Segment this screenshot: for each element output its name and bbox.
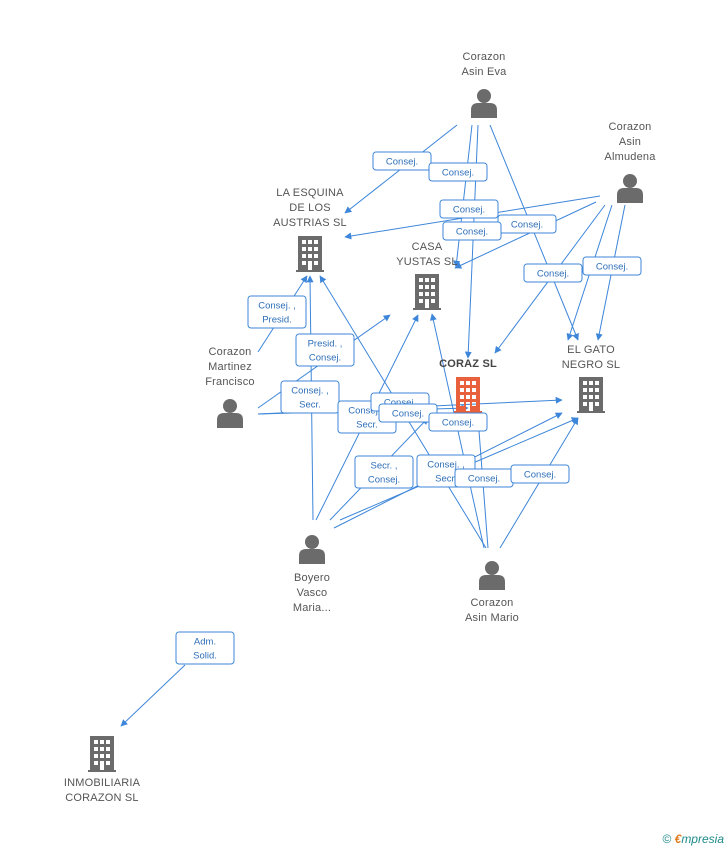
person-icon xyxy=(479,561,505,590)
edge-label-text: Consej. ,Presid. xyxy=(258,301,296,326)
edge-label-box xyxy=(439,199,499,219)
edge-label-text: Consej. xyxy=(442,418,474,429)
node-label: CORAZ SL xyxy=(439,358,497,370)
edge-label-text: Secr. ,Consej. xyxy=(368,461,400,486)
edge-label-box xyxy=(354,455,414,489)
edge-label-l7[interactable]: Consej. xyxy=(582,256,642,276)
edge-label-l17[interactable]: Consej. xyxy=(454,468,514,488)
edge-label-l8[interactable]: Consej. ,Presid. xyxy=(247,295,307,329)
edge-label-l2[interactable]: Consej. xyxy=(428,162,488,182)
edge-label-text: Consej. xyxy=(596,262,628,273)
edge-line-9 xyxy=(454,201,597,269)
edge-label-box xyxy=(247,295,307,329)
edge-label-l10[interactable]: Consej. ,Secr. xyxy=(280,380,340,414)
edge-label-box xyxy=(442,221,502,241)
edge-label-l3[interactable]: Consej. xyxy=(439,199,499,219)
edge-label-text: Consej. xyxy=(456,227,488,238)
edge-label-l13[interactable]: Consej. xyxy=(378,403,438,423)
edge-label-l19[interactable]: Adm.Solid. xyxy=(175,631,235,665)
edge-label-text: Consej. xyxy=(537,269,569,280)
edge-label-text: Consej. xyxy=(384,398,416,409)
edge-label-l9[interactable]: Presid. ,Consej. xyxy=(295,333,355,367)
edge-label-l1[interactable]: Consej. xyxy=(372,151,432,171)
footer-brand[interactable]: © €mpresia xyxy=(662,832,724,846)
edge-label-box xyxy=(428,412,488,432)
edge-line-3 xyxy=(464,124,479,359)
person-icon xyxy=(217,399,243,428)
edge-label-l5[interactable]: Consej. xyxy=(442,221,502,241)
building-icon xyxy=(88,736,116,772)
edge-label-text: Presid. ,Consej. xyxy=(308,339,343,364)
person-icon xyxy=(617,174,643,203)
building-icon xyxy=(413,274,441,310)
edge-line-2 xyxy=(453,124,473,268)
edge-label-text: Consej. xyxy=(392,409,424,420)
edge-line-23 xyxy=(120,664,186,727)
edge-labels-layer: Consej.Consej.Consej.Consej.Consej.Conse… xyxy=(175,151,642,665)
edge-label-l14[interactable]: Consej. xyxy=(428,412,488,432)
edge-label-text: Consej. xyxy=(468,474,500,485)
brand-logo: €mpresia xyxy=(674,832,724,846)
edge-label-l4[interactable]: Consej. xyxy=(497,214,557,234)
edge-label-l18[interactable]: Consej. xyxy=(510,464,570,484)
edge-label-text: Consej. xyxy=(442,168,474,179)
edge-label-box xyxy=(295,333,355,367)
person-icon xyxy=(299,535,325,564)
building-icon xyxy=(454,377,482,413)
copyright-symbol: © xyxy=(662,832,672,846)
edge-label-box xyxy=(372,151,432,171)
edge-label-text: Consej. ,Secr. xyxy=(427,460,465,485)
edge-label-box xyxy=(280,380,340,414)
edge-label-text: Consej. ,Secr. xyxy=(291,386,329,411)
person-icon xyxy=(471,89,497,118)
edge-label-text: Consej. ,Secr. xyxy=(348,406,386,431)
edge-label-l15[interactable]: Secr. ,Consej. xyxy=(354,455,414,489)
edge-label-box xyxy=(428,162,488,182)
edge-label-text: Consej. xyxy=(386,157,418,168)
edge-label-text: Adm.Solid. xyxy=(193,637,217,662)
node-coraz[interactable]: CORAZ SL xyxy=(439,358,497,413)
building-icon xyxy=(577,377,605,413)
edge-label-box xyxy=(523,263,583,283)
edge-label-box xyxy=(582,256,642,276)
edge-label-text: Consej. xyxy=(524,470,556,481)
edge-label-text: Consej. xyxy=(453,205,485,216)
building-icon xyxy=(296,236,324,272)
edge-label-l6[interactable]: Consej. xyxy=(523,263,583,283)
edge-label-text: Consej. xyxy=(511,220,543,231)
edge-label-box xyxy=(510,464,570,484)
edge-label-box xyxy=(175,631,235,665)
